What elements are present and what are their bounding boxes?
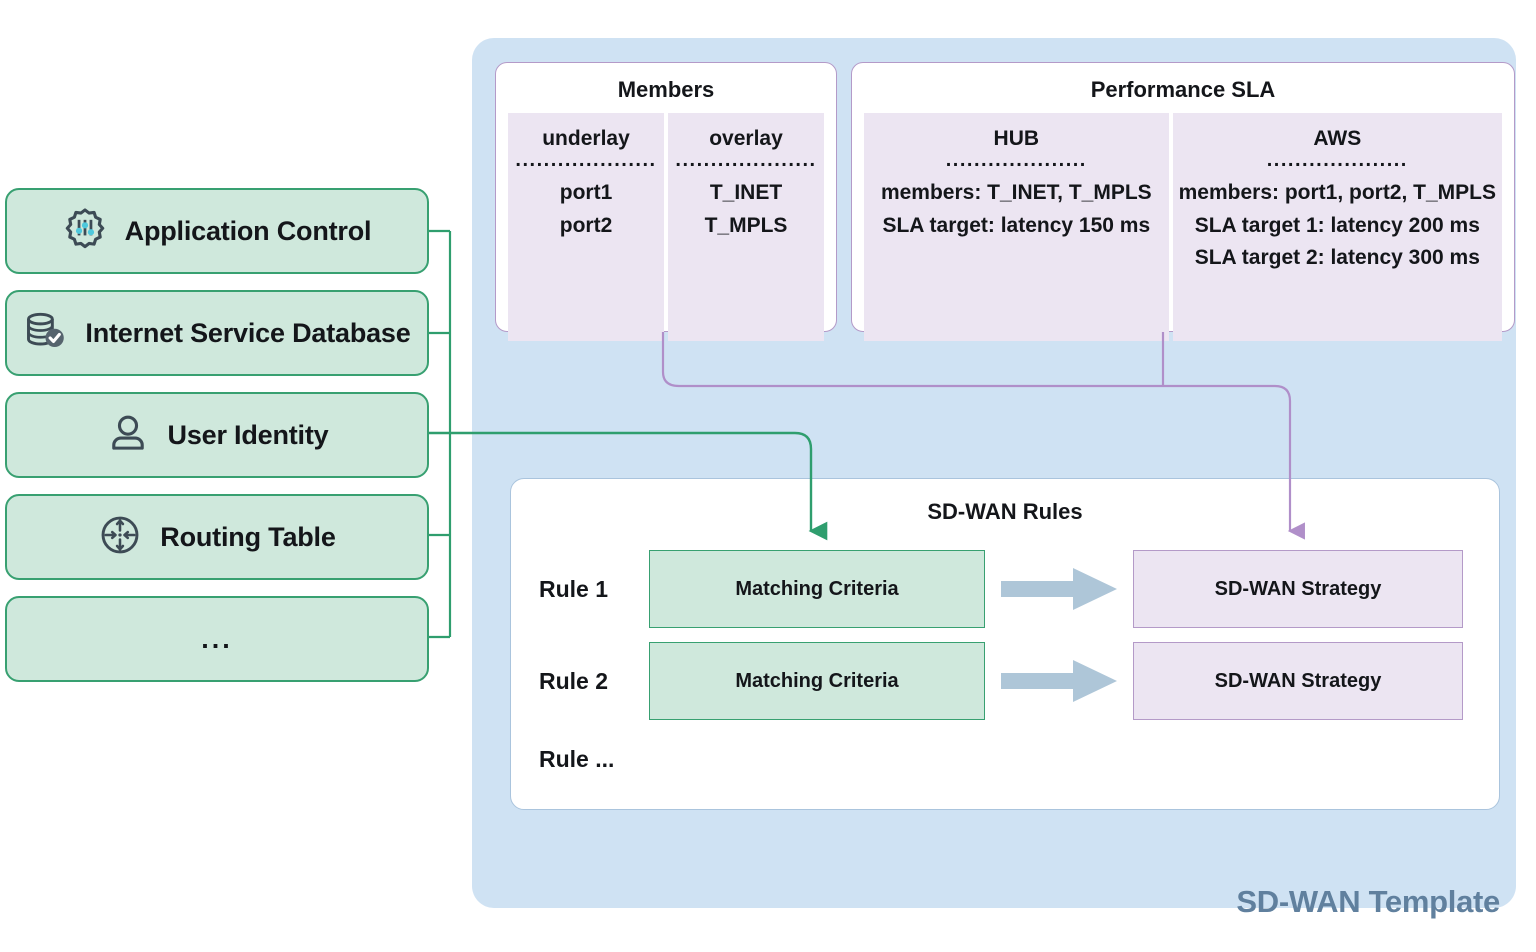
- sidebar-item-label: Internet Service Database: [85, 317, 411, 348]
- sidebar-item-label: ...: [201, 623, 233, 654]
- column-value: T_INET: [709, 181, 783, 204]
- column-value: T_MPLS: [704, 213, 788, 237]
- column-divider: ....................: [1266, 149, 1408, 171]
- sdwan-strategy-box[interactable]: SD-WAN Strategy: [1133, 642, 1463, 720]
- sla-column-hub: HUB .................... members: T_INET…: [864, 113, 1169, 341]
- sidebar-item-more[interactable]: ...: [5, 596, 429, 682]
- sidebar-item-label: User Identity: [167, 419, 329, 450]
- column-heading: HUB: [993, 127, 1040, 150]
- sla-column-aws: AWS .................... members: port1,…: [1172, 113, 1502, 341]
- flow-arrow-icon: [985, 658, 1133, 704]
- routing-compass-icon: [98, 513, 142, 562]
- app-control-gear-icon: [63, 207, 107, 256]
- rule-label: Rule 2: [539, 667, 609, 694]
- column-value: SLA target: latency 150 ms: [882, 213, 1151, 237]
- matching-criteria-box[interactable]: Matching Criteria: [649, 550, 985, 628]
- matching-criteria-box[interactable]: Matching Criteria: [649, 642, 985, 720]
- column-value: port2: [559, 213, 613, 237]
- sdwan-rules-card: SD-WAN Rules Rule 1 Matching Criteria SD…: [510, 478, 1500, 810]
- rule-more-label: Rule ...: [539, 746, 615, 772]
- column-value: members: T_INET, T_MPLS: [880, 181, 1152, 204]
- sidebar-item-label: Routing Table: [160, 521, 336, 552]
- column-heading: AWS: [1313, 127, 1362, 150]
- column-divider: ....................: [945, 149, 1087, 171]
- sidebar-item-user-identity[interactable]: User Identity: [5, 392, 429, 478]
- rule-row: Rule 1 Matching Criteria SD-WAN Strategy: [539, 550, 1471, 628]
- matching-criteria-label: Matching Criteria: [735, 669, 899, 692]
- members-column-overlay: overlay .................... T_INET T_MP…: [668, 113, 824, 341]
- column-value: SLA target 1: latency 200 ms: [1194, 213, 1480, 237]
- source-bus-line: [429, 229, 452, 639]
- user-icon: [106, 411, 150, 460]
- sidebar-item-label: Application Control: [124, 215, 372, 246]
- column-value: port1: [559, 181, 613, 204]
- source-list: Application Control Internet Service Dat…: [5, 188, 429, 698]
- members-column-underlay: underlay .................... port1 port…: [508, 113, 664, 341]
- sdwan-rules-title: SD-WAN Rules: [927, 499, 1083, 524]
- column-divider: ....................: [675, 149, 817, 171]
- performance-sla-card: Performance SLA HUB ....................…: [851, 62, 1515, 341]
- sidebar-item-internet-service-database[interactable]: Internet Service Database: [5, 290, 429, 376]
- matching-criteria-label: Matching Criteria: [735, 577, 899, 600]
- members-card: Members underlay .................... po…: [495, 62, 837, 341]
- column-divider: ....................: [515, 149, 657, 171]
- column-value: members: port1, port2, T_MPLS: [1178, 181, 1496, 204]
- sdwan-strategy-label: SD-WAN Strategy: [1214, 669, 1382, 692]
- performance-sla-card-title: Performance SLA: [1090, 77, 1276, 102]
- sdwan-strategy-box[interactable]: SD-WAN Strategy: [1133, 550, 1463, 628]
- sidebar-item-application-control[interactable]: Application Control: [5, 188, 429, 274]
- sidebar-item-routing-table[interactable]: Routing Table: [5, 494, 429, 580]
- column-heading: overlay: [709, 127, 783, 150]
- sdwan-strategy-label: SD-WAN Strategy: [1214, 577, 1382, 600]
- sdwan-template-title: SD-WAN Template: [1236, 884, 1500, 919]
- rule-row: Rule 2 Matching Criteria SD-WAN Strategy: [539, 642, 1471, 720]
- column-value: SLA target 2: latency 300 ms: [1194, 246, 1480, 270]
- database-check-icon: [23, 309, 67, 358]
- rule-label: Rule 1: [539, 575, 609, 602]
- members-card-title: Members: [617, 77, 715, 102]
- column-heading: underlay: [542, 127, 630, 150]
- flow-arrow-icon: [985, 566, 1133, 612]
